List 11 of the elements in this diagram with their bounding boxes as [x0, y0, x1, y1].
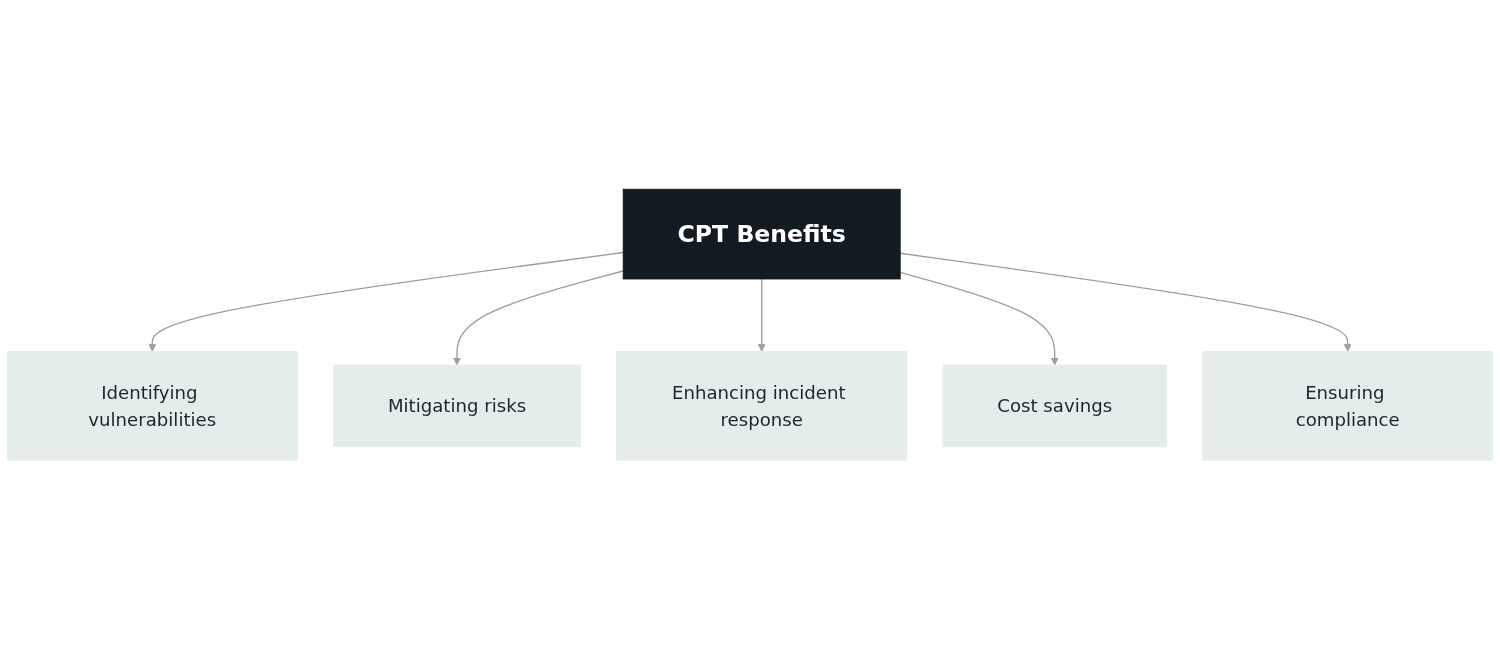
node-box: Mitigating risks	[333, 364, 581, 448]
node-box: Ensuring compliance	[1202, 351, 1494, 461]
node-box: Cost savings	[942, 364, 1167, 448]
node-box: Identifying vulnerabilities	[6, 351, 298, 461]
arrow	[757, 278, 766, 353]
arrow	[148, 252, 624, 353]
arrow	[899, 272, 1059, 366]
arrow	[453, 270, 624, 366]
arrow	[899, 252, 1352, 353]
node-box: CPT Benefits	[622, 189, 901, 280]
node-box: Enhancing incident response	[616, 351, 908, 461]
